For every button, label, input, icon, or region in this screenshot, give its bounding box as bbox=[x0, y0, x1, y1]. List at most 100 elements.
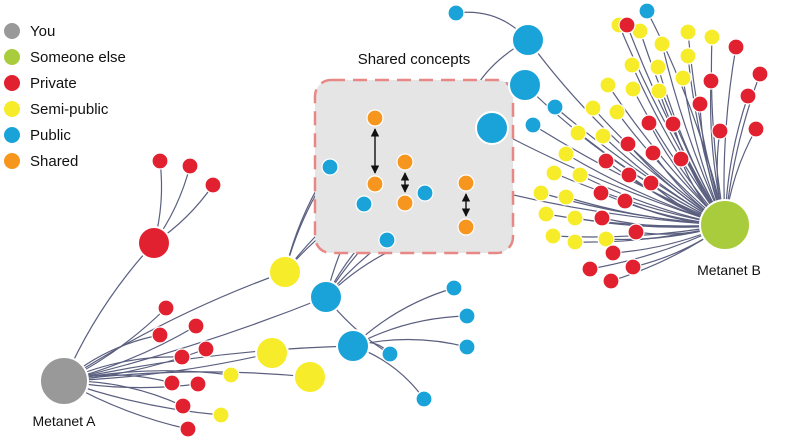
node-shared bbox=[366, 109, 384, 127]
legend-item-someone-else: Someone else bbox=[4, 44, 174, 70]
arrows-layer bbox=[370, 128, 471, 217]
node-private bbox=[597, 152, 615, 170]
legend-label: You bbox=[30, 22, 56, 40]
node-semi-public bbox=[212, 406, 230, 424]
node-semi-public bbox=[268, 255, 302, 289]
node-semi-public bbox=[674, 69, 692, 87]
node-private bbox=[620, 166, 638, 184]
legend-label: Public bbox=[30, 126, 71, 144]
legend-item-shared: Shared bbox=[4, 148, 174, 174]
node-public bbox=[638, 2, 656, 20]
node-shared bbox=[366, 175, 384, 193]
node-private bbox=[602, 272, 620, 290]
node-semi-public bbox=[597, 230, 615, 248]
node-private bbox=[137, 226, 171, 260]
node-private bbox=[592, 184, 610, 202]
node-public bbox=[381, 345, 399, 363]
node-private bbox=[640, 114, 658, 132]
node-semi-public bbox=[679, 47, 697, 65]
node-private bbox=[618, 16, 636, 34]
metanet-b-label: Metanet B bbox=[697, 262, 761, 278]
node-public bbox=[458, 307, 476, 325]
node-semi-public bbox=[255, 336, 289, 370]
node-public bbox=[546, 98, 564, 116]
node-public bbox=[475, 111, 509, 145]
legend-item-public: Public bbox=[4, 122, 174, 148]
node-semi-public bbox=[650, 82, 668, 100]
node-semi-public bbox=[594, 127, 612, 145]
node-semi-public bbox=[653, 35, 671, 53]
node-private bbox=[593, 209, 611, 227]
node-semi-public bbox=[293, 360, 327, 394]
node-private bbox=[711, 122, 729, 140]
node-private bbox=[702, 72, 720, 90]
edge bbox=[352, 287, 455, 347]
nodes-layer bbox=[39, 2, 769, 438]
node-private bbox=[604, 244, 622, 262]
node-public bbox=[447, 4, 465, 22]
node-public bbox=[458, 338, 476, 356]
node-private bbox=[642, 174, 660, 192]
node-public bbox=[511, 23, 545, 57]
node-semi-public bbox=[608, 103, 626, 121]
node-private bbox=[627, 223, 645, 241]
metanet-a-hub bbox=[39, 356, 89, 406]
node-private bbox=[747, 120, 765, 138]
node-public bbox=[355, 195, 373, 213]
node-semi-public bbox=[537, 205, 555, 223]
node-private bbox=[173, 348, 191, 366]
node-private bbox=[739, 87, 757, 105]
node-private bbox=[157, 299, 175, 317]
legend-label: Someone else bbox=[30, 48, 126, 66]
node-semi-public bbox=[569, 124, 587, 142]
metanet-b-hub bbox=[699, 199, 751, 251]
node-semi-public bbox=[566, 233, 584, 251]
node-public bbox=[445, 279, 463, 297]
legend-swatch bbox=[4, 23, 20, 39]
node-private bbox=[691, 95, 709, 113]
shared-concepts-box bbox=[313, 78, 515, 255]
node-private bbox=[151, 326, 169, 344]
node-semi-public bbox=[649, 58, 667, 76]
node-semi-public bbox=[679, 23, 697, 41]
edge bbox=[63, 271, 286, 382]
node-private bbox=[727, 38, 745, 56]
node-private bbox=[672, 150, 690, 168]
node-semi-public bbox=[557, 188, 575, 206]
node-shared bbox=[396, 194, 414, 212]
legend-item-private: Private bbox=[4, 70, 174, 96]
legend-swatch bbox=[4, 127, 20, 143]
edge bbox=[63, 296, 327, 382]
node-shared bbox=[457, 218, 475, 236]
node-private bbox=[751, 65, 769, 83]
node-public bbox=[378, 231, 396, 249]
node-semi-public bbox=[623, 56, 641, 74]
node-semi-public bbox=[571, 166, 589, 184]
node-semi-public bbox=[557, 145, 575, 163]
metanet-a-label: Metanet A bbox=[32, 413, 96, 429]
legend-swatch bbox=[4, 49, 20, 65]
node-public bbox=[524, 116, 542, 134]
node-private bbox=[197, 340, 215, 358]
node-public bbox=[415, 390, 433, 408]
node-semi-public bbox=[703, 28, 721, 46]
edge bbox=[63, 371, 311, 382]
node-semi-public bbox=[599, 76, 617, 94]
node-private bbox=[181, 157, 199, 175]
legend-swatch bbox=[4, 153, 20, 169]
node-private bbox=[619, 135, 637, 153]
node-private bbox=[616, 192, 634, 210]
node-private bbox=[189, 375, 207, 393]
node-semi-public bbox=[566, 209, 584, 227]
node-public bbox=[321, 158, 339, 176]
legend-swatch bbox=[4, 75, 20, 91]
node-shared bbox=[396, 153, 414, 171]
node-public bbox=[309, 280, 343, 314]
node-private bbox=[624, 258, 642, 276]
legend-item-you: You bbox=[4, 18, 174, 44]
node-semi-public bbox=[624, 80, 642, 98]
node-private bbox=[174, 397, 192, 415]
node-private bbox=[644, 144, 662, 162]
node-shared bbox=[457, 174, 475, 192]
